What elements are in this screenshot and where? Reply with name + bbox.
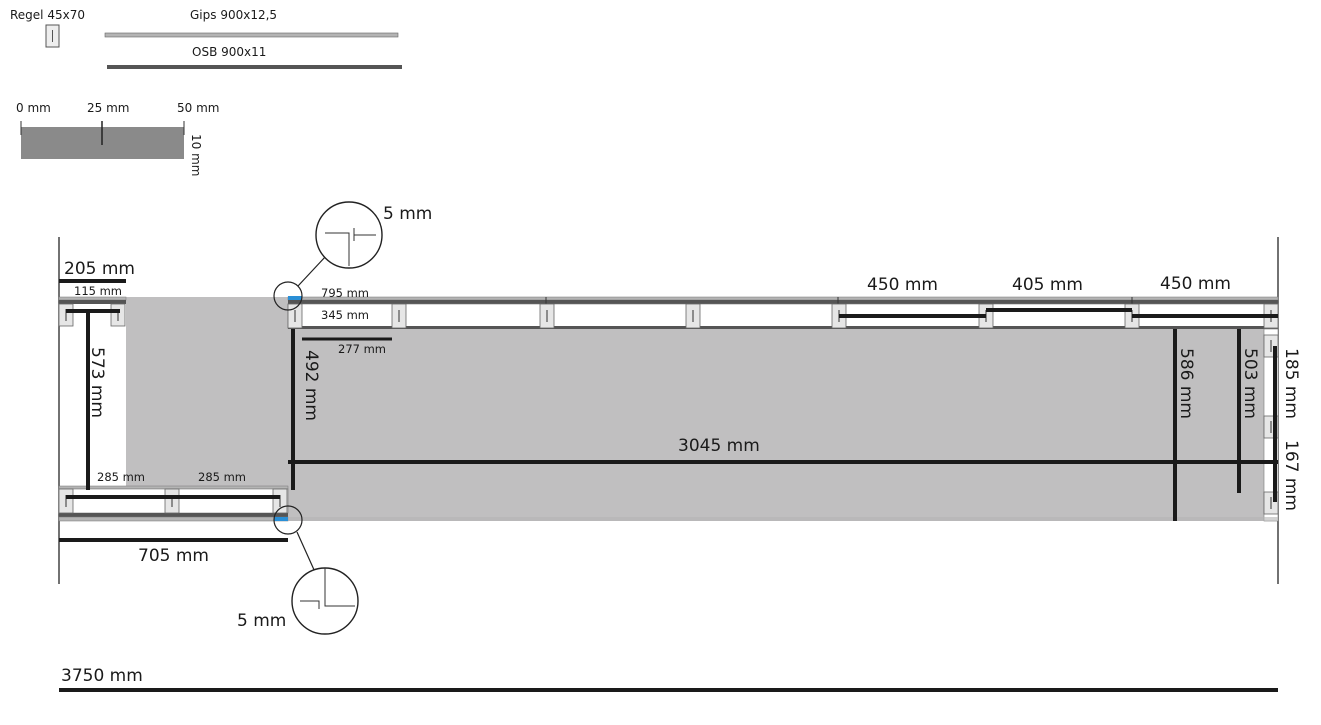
- gypsum-legend-swatch: [104, 32, 399, 38]
- top-detail-callout: 5 mm: [273, 201, 432, 311]
- bottom-detail-edge: [324, 568, 355, 607]
- top-detail-marker: [273, 281, 303, 311]
- dim-label-345: 345 mm: [321, 308, 369, 322]
- bottom-wall-gypsum: [58, 516, 289, 522]
- bottom-detail-callout: 5 mm: [237, 505, 359, 635]
- top-wall-osb: [288, 300, 1278, 304]
- dim-label-185: 185 mm: [1281, 348, 1301, 419]
- dim-label-3750: 3750 mm: [61, 666, 143, 686]
- bottom-detail-leader: [296, 531, 316, 573]
- dim-label-115: 115 mm: [74, 284, 122, 298]
- scale-height-label: 10 mm: [189, 134, 203, 176]
- stud-legend-label: Regel 45x70: [10, 8, 85, 22]
- scale-tick-0-label: 0 mm: [16, 101, 51, 115]
- scale-tick-25-label: 25 mm: [87, 101, 129, 115]
- floor-area-left: [126, 297, 288, 521]
- osb-legend-label: OSB 900x11: [192, 45, 266, 59]
- main-floor-bottom-edge: [288, 517, 1278, 521]
- top-detail-edge: [325, 232, 350, 266]
- dim-label-586: 586 mm: [1176, 348, 1196, 419]
- dim-label-3045: 3045 mm: [678, 436, 760, 456]
- dim-label-285b: 285 mm: [198, 470, 246, 484]
- bottom-left-wall: [58, 485, 289, 522]
- scale-bar: 0 mm 25 mm 50 mm 10 mm: [16, 101, 219, 176]
- dim-label-205: 205 mm: [64, 259, 135, 279]
- dim-label-492: 492 mm: [301, 350, 321, 421]
- top-detail-leader: [297, 255, 327, 287]
- top-gap-label: 5 mm: [383, 204, 432, 224]
- bottom-detail-edge: [300, 600, 320, 609]
- floor-area-main: [288, 329, 1264, 521]
- bottom-detail-marker: [273, 505, 303, 535]
- dim-label-285a: 285 mm: [97, 470, 145, 484]
- dim-label-705: 705 mm: [138, 546, 209, 566]
- legend: Regel 45x70 Gips 900x12,5 OSB 900x11: [10, 8, 402, 69]
- scale-tick-50-label: 50 mm: [177, 101, 219, 115]
- top-long-wall: [287, 296, 1279, 329]
- bottom-gap-label: 5 mm: [237, 611, 286, 631]
- bottom-gap-accent: [274, 517, 288, 521]
- dim-label-573: 573 mm: [87, 347, 107, 418]
- top-left-wall-osb: [59, 300, 126, 304]
- dim-label-405: 405 mm: [1012, 275, 1083, 295]
- top-wall-studs: [287, 303, 1279, 329]
- dim-label-503: 503 mm: [1240, 348, 1260, 419]
- dim-label-450b: 450 mm: [1160, 274, 1231, 294]
- top-wall-gypsum-outer: [287, 296, 1279, 301]
- dim-label-277: 277 mm: [338, 342, 386, 356]
- bottom-wall-gypsum-top: [58, 485, 289, 490]
- top-wall-inner-osb: [288, 326, 1278, 329]
- dim-label-167: 167 mm: [1281, 440, 1301, 511]
- bottom-wall-osb: [59, 513, 288, 517]
- dimension-lines: 205 mm 115 mm 573 mm 285 mm 285 mm 705 m…: [59, 259, 1301, 692]
- top-gap-accent: [288, 296, 302, 300]
- dim-label-450a: 450 mm: [867, 275, 938, 295]
- osb-legend-swatch: [107, 65, 402, 69]
- dim-label-795: 795 mm: [321, 286, 369, 300]
- gypsum-legend-label: Gips 900x12,5: [190, 8, 277, 22]
- floor-areas: [126, 297, 1264, 521]
